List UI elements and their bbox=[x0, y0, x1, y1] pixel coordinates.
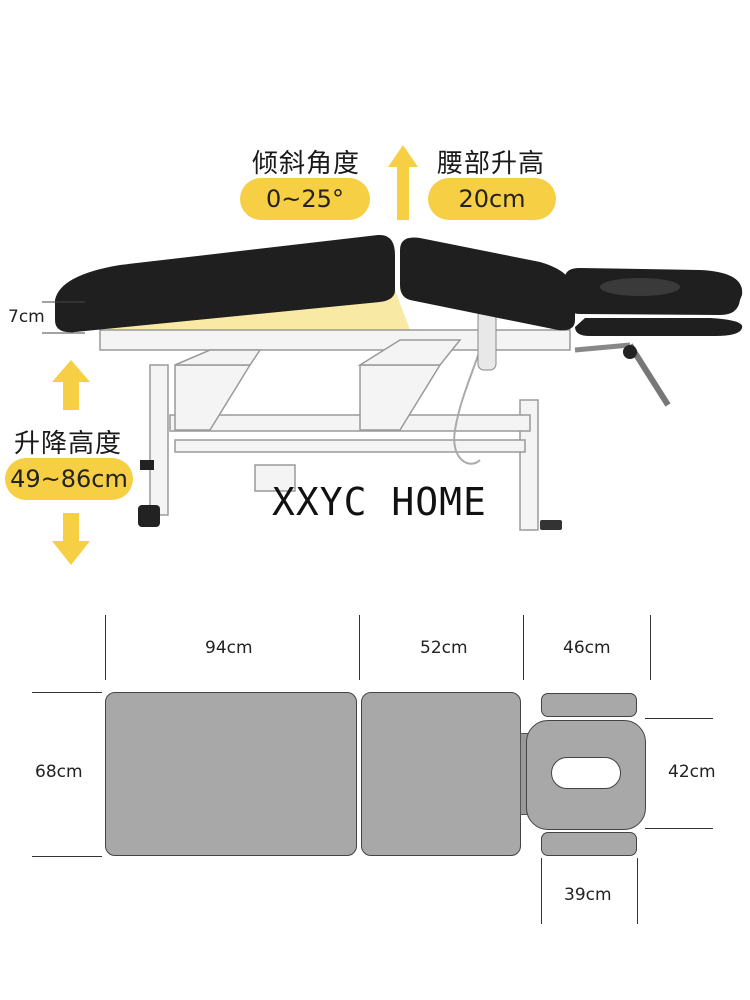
bed-drawing bbox=[42, 234, 743, 531]
dim-guide bbox=[637, 858, 638, 924]
waist-label: 腰部升高 bbox=[437, 149, 546, 179]
lift-value-badge: 49~86cm bbox=[5, 458, 133, 500]
arrow-down-icon bbox=[52, 513, 90, 565]
arrow-up-icon bbox=[52, 360, 90, 410]
dim-guide bbox=[32, 856, 102, 857]
section2-length: 52cm bbox=[420, 638, 468, 658]
dim-guide bbox=[645, 828, 713, 829]
dim-guide bbox=[541, 858, 542, 924]
head-armrest-top bbox=[541, 693, 637, 717]
section1-length: 94cm bbox=[205, 638, 253, 658]
tilt-value-badge: 0~25° bbox=[240, 178, 370, 220]
section3-length: 46cm bbox=[563, 638, 611, 658]
head-armrest-bottom bbox=[541, 832, 637, 856]
table-width: 68cm bbox=[35, 762, 83, 782]
tilt-label: 倾斜角度 bbox=[252, 149, 361, 179]
dim-guide bbox=[105, 615, 106, 680]
head-length: 39cm bbox=[564, 885, 612, 905]
arrow-up-icon bbox=[388, 145, 418, 220]
lift-label: 升降高度 bbox=[14, 429, 123, 459]
back-section-pad bbox=[105, 692, 357, 856]
dim-guide bbox=[645, 718, 713, 719]
bed-illustration bbox=[42, 234, 743, 531]
cushion-thickness-label: 7cm bbox=[8, 307, 45, 327]
dim-guide bbox=[650, 615, 651, 680]
face-hole bbox=[551, 757, 621, 789]
dim-guide bbox=[523, 615, 524, 680]
dim-guide bbox=[359, 615, 360, 680]
dim-guide bbox=[32, 692, 102, 693]
waist-value-badge: 20cm bbox=[428, 178, 556, 220]
head-width: 42cm bbox=[668, 762, 716, 782]
middle-section-pad bbox=[361, 692, 521, 856]
watermark-text: XXYC HOME bbox=[272, 480, 487, 524]
